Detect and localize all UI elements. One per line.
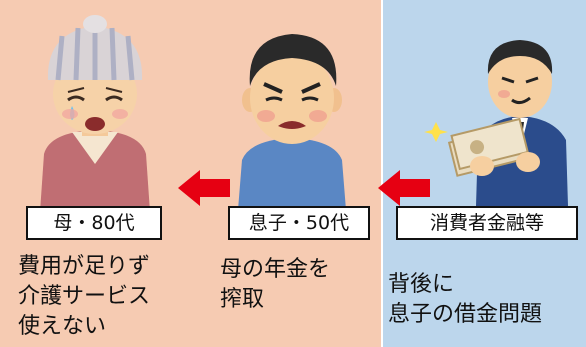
lender-label: 消費者金融等 (396, 206, 578, 240)
caption-line: 使えない (18, 314, 107, 339)
caption-line: 介護サービス (18, 284, 151, 309)
crying-grandmother-icon (40, 15, 150, 212)
lender-caption: 背後に 息子の借金問題 (388, 270, 542, 330)
son-label: 息子・50代 (228, 206, 370, 240)
caption-line: 母の年金を (220, 257, 331, 282)
mother-caption: 費用が足りず 介護サービス 使えない (18, 252, 150, 342)
angry-man-icon (238, 34, 346, 210)
caption-line: 費用が足りず (18, 254, 151, 279)
caption-line: 息子の借金問題 (388, 302, 543, 327)
businessman-holding-money-icon (424, 40, 568, 206)
son-caption: 母の年金を 搾取 (220, 255, 330, 315)
caption-line: 背後に (388, 272, 455, 297)
mother-label: 母・80代 (26, 206, 162, 240)
red-left-arrow-icon (178, 170, 230, 206)
caption-line: 搾取 (220, 287, 265, 312)
red-left-arrow-icon (378, 170, 430, 206)
